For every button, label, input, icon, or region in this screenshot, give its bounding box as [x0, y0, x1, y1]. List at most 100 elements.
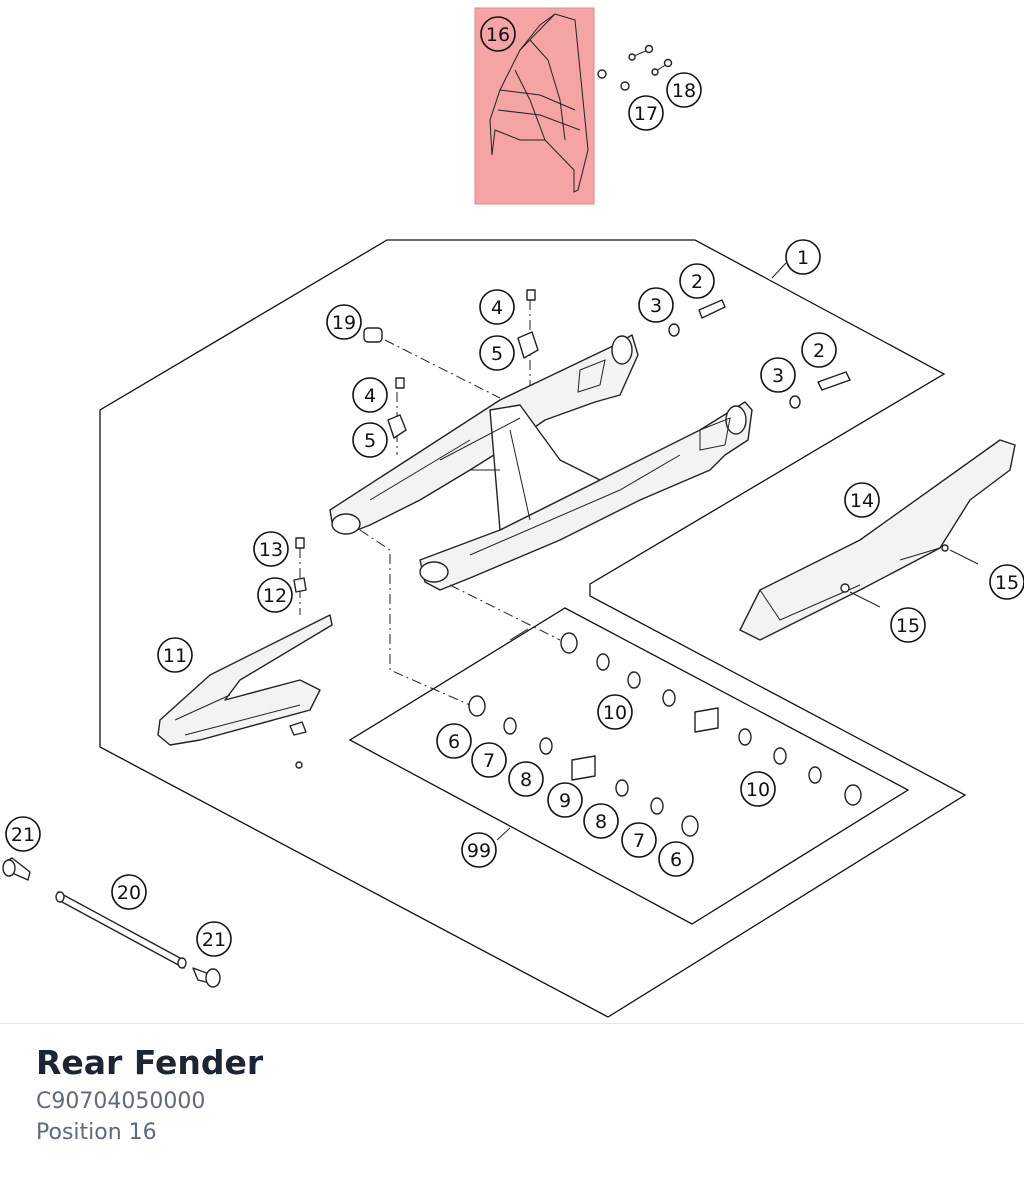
callout-7[interactable]: 7 — [471, 742, 507, 778]
callout-15[interactable]: 15 — [890, 607, 926, 643]
callout-18[interactable]: 18 — [666, 72, 702, 108]
callout-5[interactable]: 5 — [479, 335, 515, 371]
callout-label: 6 — [670, 849, 682, 871]
callout-20[interactable]: 20 — [111, 874, 147, 910]
callout-17[interactable]: 17 — [628, 95, 664, 131]
callout-label: 14 — [850, 490, 874, 512]
callout-circle — [658, 841, 694, 877]
callout-circle — [989, 564, 1024, 600]
callout-label: 6 — [448, 731, 460, 753]
callout-label: 10 — [603, 702, 627, 724]
callout-16[interactable]: 16 — [480, 16, 516, 52]
callout-label: 7 — [633, 830, 645, 852]
callout-circle — [471, 742, 507, 778]
callout-circle — [196, 921, 232, 957]
swingarm-axle[interactable] — [55, 891, 187, 969]
callout-circle — [890, 607, 926, 643]
callout-circle — [666, 72, 702, 108]
callout-label: 3 — [772, 365, 784, 387]
callout-circle — [679, 263, 715, 299]
pins-and-bushes — [668, 299, 851, 409]
callout-label: 20 — [117, 882, 141, 904]
callout-circle — [508, 761, 544, 797]
swingarm-body[interactable] — [329, 334, 753, 591]
callout-5[interactable]: 5 — [352, 422, 388, 458]
callout-6[interactable]: 6 — [436, 723, 472, 759]
callout-circle — [461, 832, 497, 868]
callout-label: 4 — [364, 385, 376, 407]
callout-circle — [479, 335, 515, 371]
callout-9[interactable]: 9 — [547, 782, 583, 818]
callout-circle — [326, 304, 362, 340]
callout-label: 21 — [202, 929, 226, 951]
part-number: C90704050000 — [36, 1089, 206, 1114]
callout-label: 13 — [259, 539, 283, 561]
rear-fender-part-highlight[interactable] — [474, 7, 595, 205]
bearing-parts — [468, 632, 862, 837]
callout-12[interactable]: 12 — [257, 577, 293, 613]
callout-circle — [760, 357, 796, 393]
callout-6[interactable]: 6 — [658, 841, 694, 877]
callout-10[interactable]: 10 — [740, 771, 776, 807]
callout-circle — [157, 637, 193, 673]
callout-label: 5 — [491, 343, 503, 365]
callout-label: 8 — [520, 769, 532, 791]
callout-circle — [111, 874, 147, 910]
callout-99[interactable]: 99 — [461, 832, 497, 868]
callout-label: 15 — [995, 572, 1019, 594]
callout-label: 2 — [813, 340, 825, 362]
part-title: Rear Fender — [36, 1043, 264, 1082]
callout-1[interactable]: 1 — [785, 239, 821, 275]
callout-label: 12 — [263, 585, 287, 607]
callout-8[interactable]: 8 — [583, 803, 619, 839]
exploded-parts-diagram: 1617181232319454514151513121110678987610… — [2, 7, 1024, 1018]
chain-slider[interactable] — [157, 614, 333, 769]
callout-14[interactable]: 14 — [844, 482, 880, 518]
callout-circle — [352, 422, 388, 458]
swingarm-group-outline — [99, 239, 967, 1018]
callout-label: 8 — [595, 811, 607, 833]
callout-label: 11 — [163, 645, 187, 667]
callout-4[interactable]: 4 — [479, 289, 515, 325]
callout-circle — [257, 577, 293, 613]
callout-circle — [436, 723, 472, 759]
callout-19[interactable]: 19 — [326, 304, 362, 340]
callout-21[interactable]: 21 — [196, 921, 232, 957]
callout-circle — [480, 16, 516, 52]
bearing-kit-outline — [348, 607, 910, 925]
part-info-panel: Rear Fender C90704050000 Position 16 — [36, 1040, 263, 1148]
callout-10[interactable]: 10 — [597, 694, 633, 730]
callout-7[interactable]: 7 — [621, 822, 657, 858]
callout-circle — [352, 377, 388, 413]
callout-circle — [253, 531, 289, 567]
callout-label: 16 — [486, 24, 510, 46]
callout-label: 2 — [691, 271, 703, 293]
callout-circle — [801, 332, 837, 368]
callout-label: 21 — [11, 824, 35, 846]
small-hardware — [293, 289, 539, 593]
chain-guard[interactable] — [739, 439, 1016, 641]
callout-label: 99 — [467, 840, 491, 862]
callout-bubbles: 1617181232319454514151513121110678987610… — [5, 16, 1024, 957]
part-position: Position 16 — [36, 1120, 157, 1145]
callout-circle — [479, 289, 515, 325]
callout-3[interactable]: 3 — [638, 287, 674, 323]
callout-13[interactable]: 13 — [253, 531, 289, 567]
callout-21[interactable]: 21 — [5, 816, 41, 852]
callout-15[interactable]: 15 — [989, 564, 1024, 600]
callout-circle — [597, 694, 633, 730]
callout-8[interactable]: 8 — [508, 761, 544, 797]
callout-2[interactable]: 2 — [679, 263, 715, 299]
callout-circle — [844, 482, 880, 518]
callout-11[interactable]: 11 — [157, 637, 193, 673]
callout-label: 18 — [672, 80, 696, 102]
callout-label: 1 — [797, 247, 809, 269]
callout-label: 5 — [364, 430, 376, 452]
callout-circle — [740, 771, 776, 807]
callout-2[interactable]: 2 — [801, 332, 837, 368]
callout-label: 7 — [483, 750, 495, 772]
callout-circle — [547, 782, 583, 818]
callout-4[interactable]: 4 — [352, 377, 388, 413]
callout-circle — [583, 803, 619, 839]
callout-3[interactable]: 3 — [760, 357, 796, 393]
